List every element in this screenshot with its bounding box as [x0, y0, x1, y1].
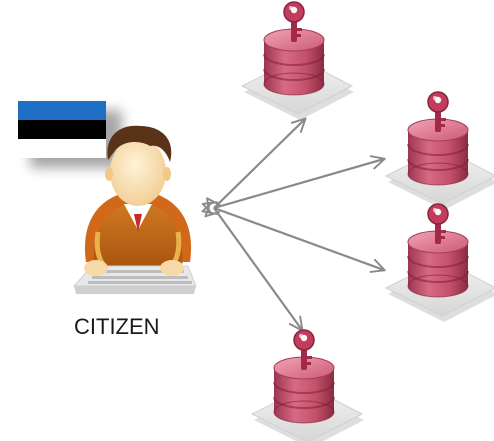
- citizen-person-icon: [72, 125, 197, 294]
- key-database-icon: [385, 91, 494, 211]
- arrow-to-database-lower-right: [201, 201, 386, 273]
- connection-arrows: [201, 117, 386, 332]
- estonia-flag-icon: [18, 101, 122, 168]
- citizen-label: CITIZEN: [74, 314, 160, 339]
- database-lower-right: [385, 203, 494, 323]
- citizen-figure: CITIZEN: [18, 101, 197, 339]
- key-database-icon: [241, 1, 355, 121]
- database-top: [241, 1, 355, 121]
- database-bottom: [251, 329, 365, 441]
- key-database-icon: [385, 203, 494, 323]
- arrow-to-database-bottom: [206, 197, 304, 332]
- key-database-icon: [251, 329, 365, 441]
- database-upper-right: [385, 91, 494, 211]
